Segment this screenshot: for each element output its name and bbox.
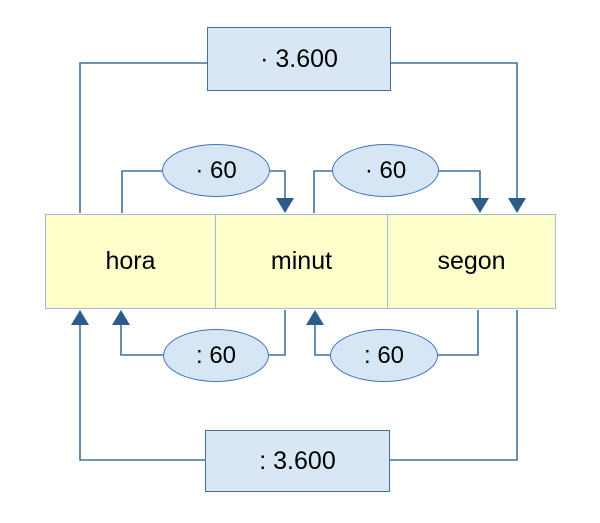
connector-segon-to-div3600 — [390, 310, 518, 461]
operator-label: : 60 — [363, 341, 405, 369]
operator-box-multiply-3600: · 3.600 — [207, 27, 391, 91]
operator-label: : 60 — [195, 341, 237, 369]
connector-segon-to-div60b — [438, 310, 479, 356]
connector-hora-to-mult3600 — [79, 62, 207, 213]
unit-box-hora: hora — [45, 214, 216, 309]
arrow-down-into-segon-outer-icon — [508, 198, 526, 213]
unit-box-segon: segon — [387, 214, 556, 309]
connector-mult60a-to-minut — [270, 170, 286, 199]
unit-box-minut: minut — [215, 214, 388, 309]
operator-label: : 3.600 — [259, 446, 336, 475]
unit-label: minut — [270, 247, 333, 275]
arrow-up-into-hora-outer-icon — [71, 310, 89, 325]
connector-div60a-to-hora — [120, 325, 163, 356]
operator-ellipse-divide-60-minut-hora: : 60 — [163, 329, 269, 382]
connector-div3600-to-hora — [79, 325, 205, 461]
operator-label: · 60 — [195, 156, 237, 184]
connector-minut-to-mult60b — [313, 170, 332, 213]
operator-ellipse-divide-60-segon-minut: : 60 — [330, 329, 438, 382]
arrow-down-into-segon-icon — [471, 198, 489, 213]
arrow-down-into-minut-icon — [276, 198, 294, 213]
operator-label: · 60 — [364, 156, 407, 184]
connector-mult60b-to-segon — [439, 170, 481, 199]
connector-hora-to-mult60a — [121, 170, 162, 213]
operator-ellipse-multiply-60-hora-minut: · 60 — [162, 144, 270, 197]
unit-label: segon — [437, 247, 506, 275]
arrow-up-into-hora-icon — [112, 310, 130, 325]
connector-minut-to-div60a — [269, 310, 286, 356]
connector-mult3600-to-segon — [391, 62, 518, 199]
operator-ellipse-multiply-60-minut-segon: · 60 — [332, 144, 439, 197]
operator-box-divide-3600: : 3.600 — [205, 430, 390, 492]
arrow-up-into-minut-icon — [306, 310, 324, 325]
connector-div60b-to-minut — [314, 325, 330, 356]
operator-label: · 3.600 — [260, 44, 338, 73]
unit-label: hora — [105, 247, 156, 275]
